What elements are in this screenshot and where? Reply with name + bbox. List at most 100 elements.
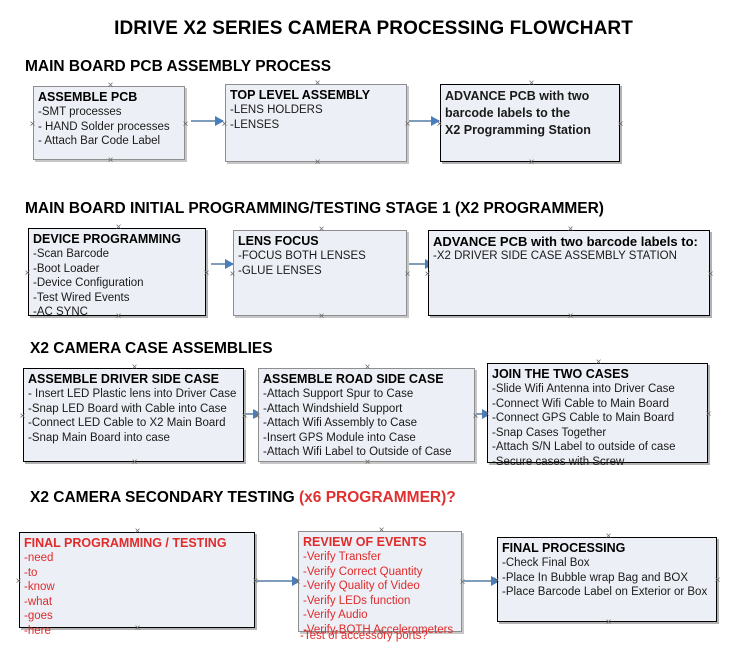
node-line: - Insert LED Plastic lens into Driver Ca… xyxy=(28,388,237,400)
connection-handle-right[interactable] xyxy=(181,120,190,129)
connection-handle-bottom[interactable] xyxy=(527,158,536,167)
node-line: -LENS HOLDERS xyxy=(230,104,323,116)
connection-handle-right[interactable] xyxy=(202,269,211,278)
connection-handle-left[interactable] xyxy=(23,269,32,278)
node-line: -Place In Bubble wrap Bag and BOX xyxy=(502,571,689,584)
node-line: -here xyxy=(24,624,51,637)
connection-handle-left[interactable] xyxy=(435,120,444,129)
connection-handle-left[interactable] xyxy=(220,120,229,129)
connection-handle-left[interactable] xyxy=(423,270,432,279)
connection-handle-bottom[interactable] xyxy=(114,312,123,321)
node-line: -Verify Transfer xyxy=(303,551,381,563)
node-line: -Insert GPS Module into Case xyxy=(263,431,416,444)
node-join-the-two-cases[interactable]: JOIN THE TWO CASES -Slide Wifi Antenna i… xyxy=(487,363,708,468)
connection-handle-top[interactable] xyxy=(313,79,322,88)
connection-handle-top[interactable] xyxy=(604,532,613,541)
connection-handle-right[interactable] xyxy=(403,270,412,279)
section-heading-text: X2 CAMERA SECONDARY TESTING xyxy=(30,489,299,506)
connection-handle-left[interactable] xyxy=(228,270,237,279)
node-line: - HAND Solder processes xyxy=(38,120,170,133)
connection-handle-top[interactable] xyxy=(377,526,386,535)
node-title: LENS FOCUS xyxy=(238,234,319,248)
connection-handle-bottom[interactable] xyxy=(313,158,322,167)
connection-handle-top[interactable] xyxy=(363,363,372,372)
node-line: -Connect GPS Cable to Main Board xyxy=(492,412,675,424)
connection-handle-bottom[interactable] xyxy=(594,459,603,468)
connection-handle-left[interactable] xyxy=(492,576,501,585)
connection-handle-bottom[interactable] xyxy=(106,156,115,165)
node-line: -Check Final Box xyxy=(502,557,590,569)
node-line: -Attach Support Spur to Case xyxy=(263,388,414,400)
node-line: -Attach Windshield Support xyxy=(263,402,403,415)
node-device-programming[interactable]: DEVICE PROGRAMMING -Scan Barcode -Boot L… xyxy=(28,228,206,318)
section-heading-text: MAIN BOARD PCB ASSEMBLY PROCESS xyxy=(25,58,332,75)
connection-handle-left[interactable] xyxy=(253,412,262,421)
connection-handle-bottom[interactable] xyxy=(317,312,326,321)
connection-handle-top[interactable] xyxy=(566,225,575,234)
node-line: -Scan Barcode xyxy=(33,248,110,260)
node-title: FINAL PROCESSING xyxy=(502,541,626,555)
node-line: -Device Configuration xyxy=(33,277,144,289)
node-line: -Connect Wifi Cable to Main Board xyxy=(492,397,670,410)
node-line: -Place Barcode Label on Exterior or Box xyxy=(502,586,708,598)
node-final-programming-testing[interactable]: FINAL PROGRAMMING / TESTING -need -to -k… xyxy=(19,532,255,637)
node-top-level-assembly[interactable]: TOP LEVEL ASSEMBLY -LENS HOLDERS -LENSES xyxy=(225,84,407,162)
connection-handle-left[interactable] xyxy=(482,410,491,419)
connection-handle-bottom[interactable] xyxy=(604,618,613,627)
node-line: -Test Wired Events xyxy=(33,291,130,304)
node-lens-focus[interactable]: LENS FOCUS -FOCUS BOTH LENSES -GLUE LENS… xyxy=(233,230,407,316)
node-line: -Snap Cases Together xyxy=(492,426,607,439)
connection-handle-top[interactable] xyxy=(106,81,115,90)
section-heading-text: MAIN BOARD INITIAL PROGRAMMING/TESTING S… xyxy=(25,200,604,217)
connection-handle-right[interactable] xyxy=(704,410,713,419)
connection-handle-right[interactable] xyxy=(706,270,715,279)
connection-handle-top[interactable] xyxy=(133,527,142,536)
node-line: -Attach Wifi Assembly to Case xyxy=(263,417,418,429)
node-line: -Snap LED Board with Cable into Case xyxy=(28,402,227,415)
node-title: ASSEMBLE DRIVER SIDE CASE xyxy=(28,372,220,386)
connection-handle-top[interactable] xyxy=(130,363,139,372)
section-heading-x2-camera-case-assemblies: X2 CAMERA CASE ASSEMBLIES xyxy=(30,340,273,358)
node-review-of-events[interactable]: REVIEW OF EVENTS -Verify Transfer -Verif… xyxy=(298,531,462,636)
node-line: -Secure cases with Screw xyxy=(492,455,625,468)
connection-handle-bottom[interactable] xyxy=(130,458,139,467)
node-line: -Verify LEDs function xyxy=(303,594,411,607)
node-line: -X2 DRIVER SIDE CASE ASSEMBLY STATION xyxy=(433,250,677,262)
node-line: -what xyxy=(24,595,53,608)
connection-handle-left[interactable] xyxy=(28,120,37,129)
node-title: FINAL PROGRAMMING / TESTING xyxy=(24,536,227,550)
node-line: X2 Programming Station xyxy=(445,123,591,137)
connection-handle-left[interactable] xyxy=(18,412,27,421)
node-advance-pcb-to-driver-side-case[interactable]: ADVANCE PCB with two barcode labels to: … xyxy=(428,230,710,316)
node-line: -know xyxy=(24,581,55,593)
node-line: -Snap Main Board into case xyxy=(28,431,170,444)
connection-handle-left[interactable] xyxy=(14,577,23,586)
connection-handle-top[interactable] xyxy=(527,79,536,88)
node-advance-pcb-to-programming-station[interactable]: ADVANCE PCB with two barcode labels to t… xyxy=(440,84,620,162)
node-line: -LENSES xyxy=(230,118,280,131)
node-final-processing[interactable]: FINAL PROCESSING -Check Final Box -Place… xyxy=(497,537,717,622)
node-assemble-road-side-case[interactable]: ASSEMBLE ROAD SIDE CASE -Attach Support … xyxy=(258,368,475,462)
connection-handle-bottom[interactable] xyxy=(133,624,142,633)
node-assemble-driver-side-case[interactable]: ASSEMBLE DRIVER SIDE CASE - Insert LED P… xyxy=(23,368,244,462)
connection-handle-bottom[interactable] xyxy=(566,312,575,321)
connection-handle-right[interactable] xyxy=(713,576,722,585)
connection-handle-left[interactable] xyxy=(293,578,302,587)
arrow-device-programming-to-lens-focus xyxy=(211,259,234,269)
page-title: IDRIVE X2 SERIES CAMERA PROCESSING FLOWC… xyxy=(114,18,633,39)
connection-handle-top[interactable] xyxy=(114,223,123,232)
node-line: ADVANCE PCB with two xyxy=(445,89,590,103)
node-line: -Attach Wifi Label to Outside of Case xyxy=(263,446,452,458)
connection-handle-bottom[interactable] xyxy=(363,458,372,467)
node-line: -AC SYNC xyxy=(33,306,88,318)
connection-handle-right[interactable] xyxy=(616,120,625,129)
node-line: -goes xyxy=(24,610,53,622)
node-line: -Slide Wifi Antenna into Driver Case xyxy=(492,383,675,395)
node-title: ADVANCE PCB with two barcode labels to: xyxy=(433,234,698,249)
node-line: -Connect LED Cable to X2 Main Board xyxy=(28,417,226,429)
node-assemble-pcb[interactable]: ASSEMBLE PCB -SMT processes - HAND Solde… xyxy=(33,86,185,160)
connection-handle-top[interactable] xyxy=(317,225,326,234)
node-line: -Verify Audio xyxy=(303,609,368,621)
connection-handle-top[interactable] xyxy=(594,358,603,367)
